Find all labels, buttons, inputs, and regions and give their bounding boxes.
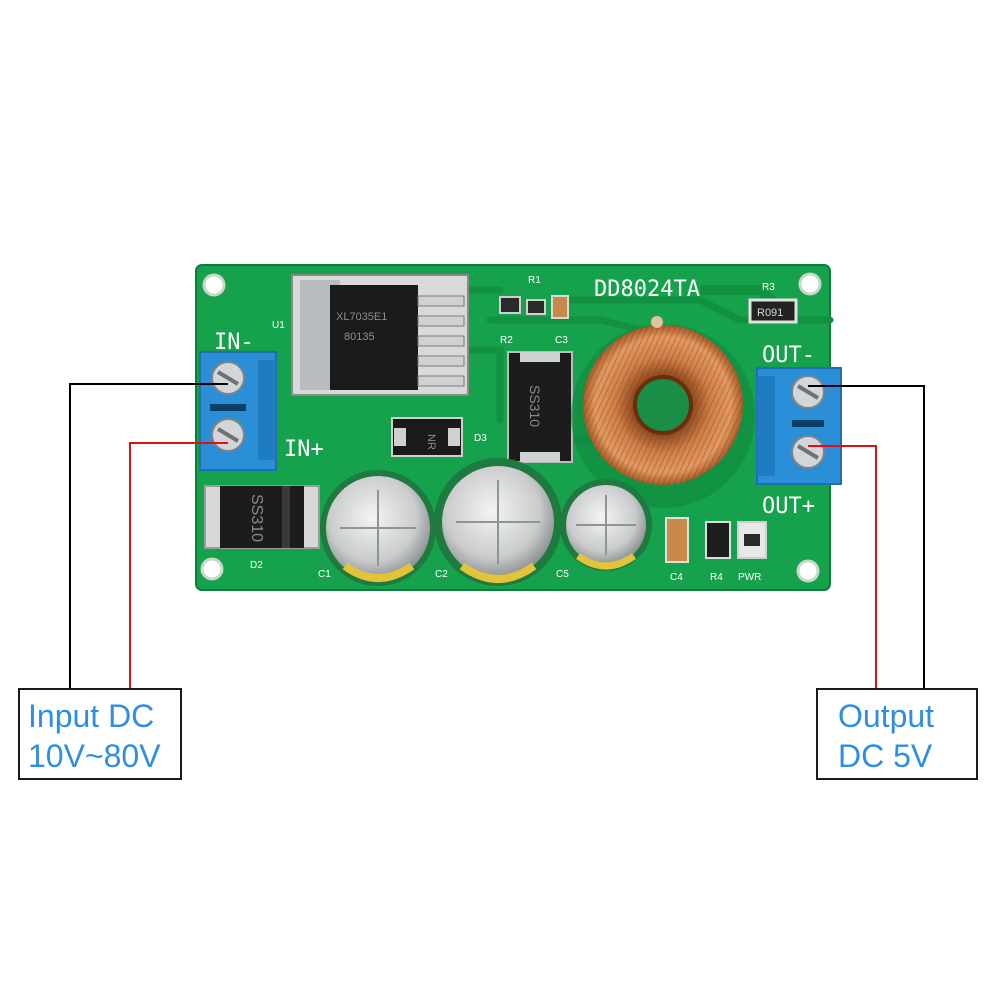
pwr-led: [737, 521, 767, 559]
r1-resistor: [499, 296, 521, 314]
out-plus-screw: [791, 435, 825, 469]
c2-capacitor: [434, 458, 562, 586]
output-terminal-block: [756, 367, 842, 485]
u1-marking-2: 80135: [344, 331, 375, 343]
d2-label: D2: [250, 560, 263, 571]
mount-hole: [200, 557, 224, 581]
c5-label: C5: [556, 569, 569, 580]
d3-label: D3: [474, 433, 487, 444]
r2-label: R2: [500, 335, 513, 346]
d2-diode: SS310: [204, 485, 320, 549]
out-plus-label: OUT+: [762, 494, 815, 519]
c3-label: C3: [555, 335, 568, 346]
r1-label: R1: [528, 275, 541, 286]
d1-diode: SS310: [507, 351, 573, 463]
r3-resistor: R091: [748, 298, 798, 324]
input-label-line-2: 10V~80V: [28, 738, 161, 774]
in-plus-screw: [211, 418, 245, 452]
output-dc-label-box: Output DC 5V: [816, 688, 978, 780]
output-label-line-2: DC 5V: [838, 738, 933, 774]
in-minus-label: IN-: [214, 330, 254, 355]
mount-hole: [202, 273, 226, 297]
out-minus-screw: [791, 375, 825, 409]
input-positive-wire: [129, 442, 228, 688]
c2-label: C2: [435, 569, 448, 580]
input-negative-wire: [69, 383, 228, 688]
mount-hole: [796, 559, 820, 583]
r4-resistor: [705, 521, 731, 559]
c1-label: C1: [318, 569, 331, 580]
u1-regulator-chip: XL7035E1 80135: [291, 274, 469, 396]
pwr-label: PWR: [738, 572, 761, 583]
in-minus-screw: [211, 361, 245, 395]
c4-capacitor: [665, 517, 689, 563]
input-terminal-block: [199, 351, 277, 471]
u1-marking-1: XL7035E1: [336, 311, 387, 323]
c3-capacitor: [551, 295, 569, 319]
output-label-line-1: Output: [838, 698, 935, 734]
r4-label: R4: [710, 572, 723, 583]
r2-resistor: [526, 299, 546, 315]
input-label-line-1: Input DC: [28, 698, 155, 734]
d3-marking: NR: [425, 434, 437, 450]
out-minus-label: OUT-: [762, 343, 815, 368]
input-dc-label-box: Input DC 10V~80V: [18, 688, 182, 780]
toroid-inductor: [571, 316, 755, 508]
c4-label: C4: [670, 572, 683, 583]
d3-diode: NR: [391, 417, 463, 457]
c1-capacitor: [320, 470, 436, 586]
r3-marking: R091: [757, 307, 783, 319]
c5-capacitor: [560, 479, 652, 571]
d2-marking: SS310: [248, 494, 265, 542]
board-title: DD8024TA: [594, 277, 700, 302]
r3-label: R3: [762, 282, 775, 293]
mount-hole: [798, 272, 822, 296]
u1-label: U1: [272, 320, 285, 331]
in-plus-label: IN+: [284, 437, 324, 462]
output-negative-wire: [808, 385, 925, 688]
d1-marking: SS310: [527, 385, 543, 427]
output-positive-wire: [808, 445, 877, 688]
